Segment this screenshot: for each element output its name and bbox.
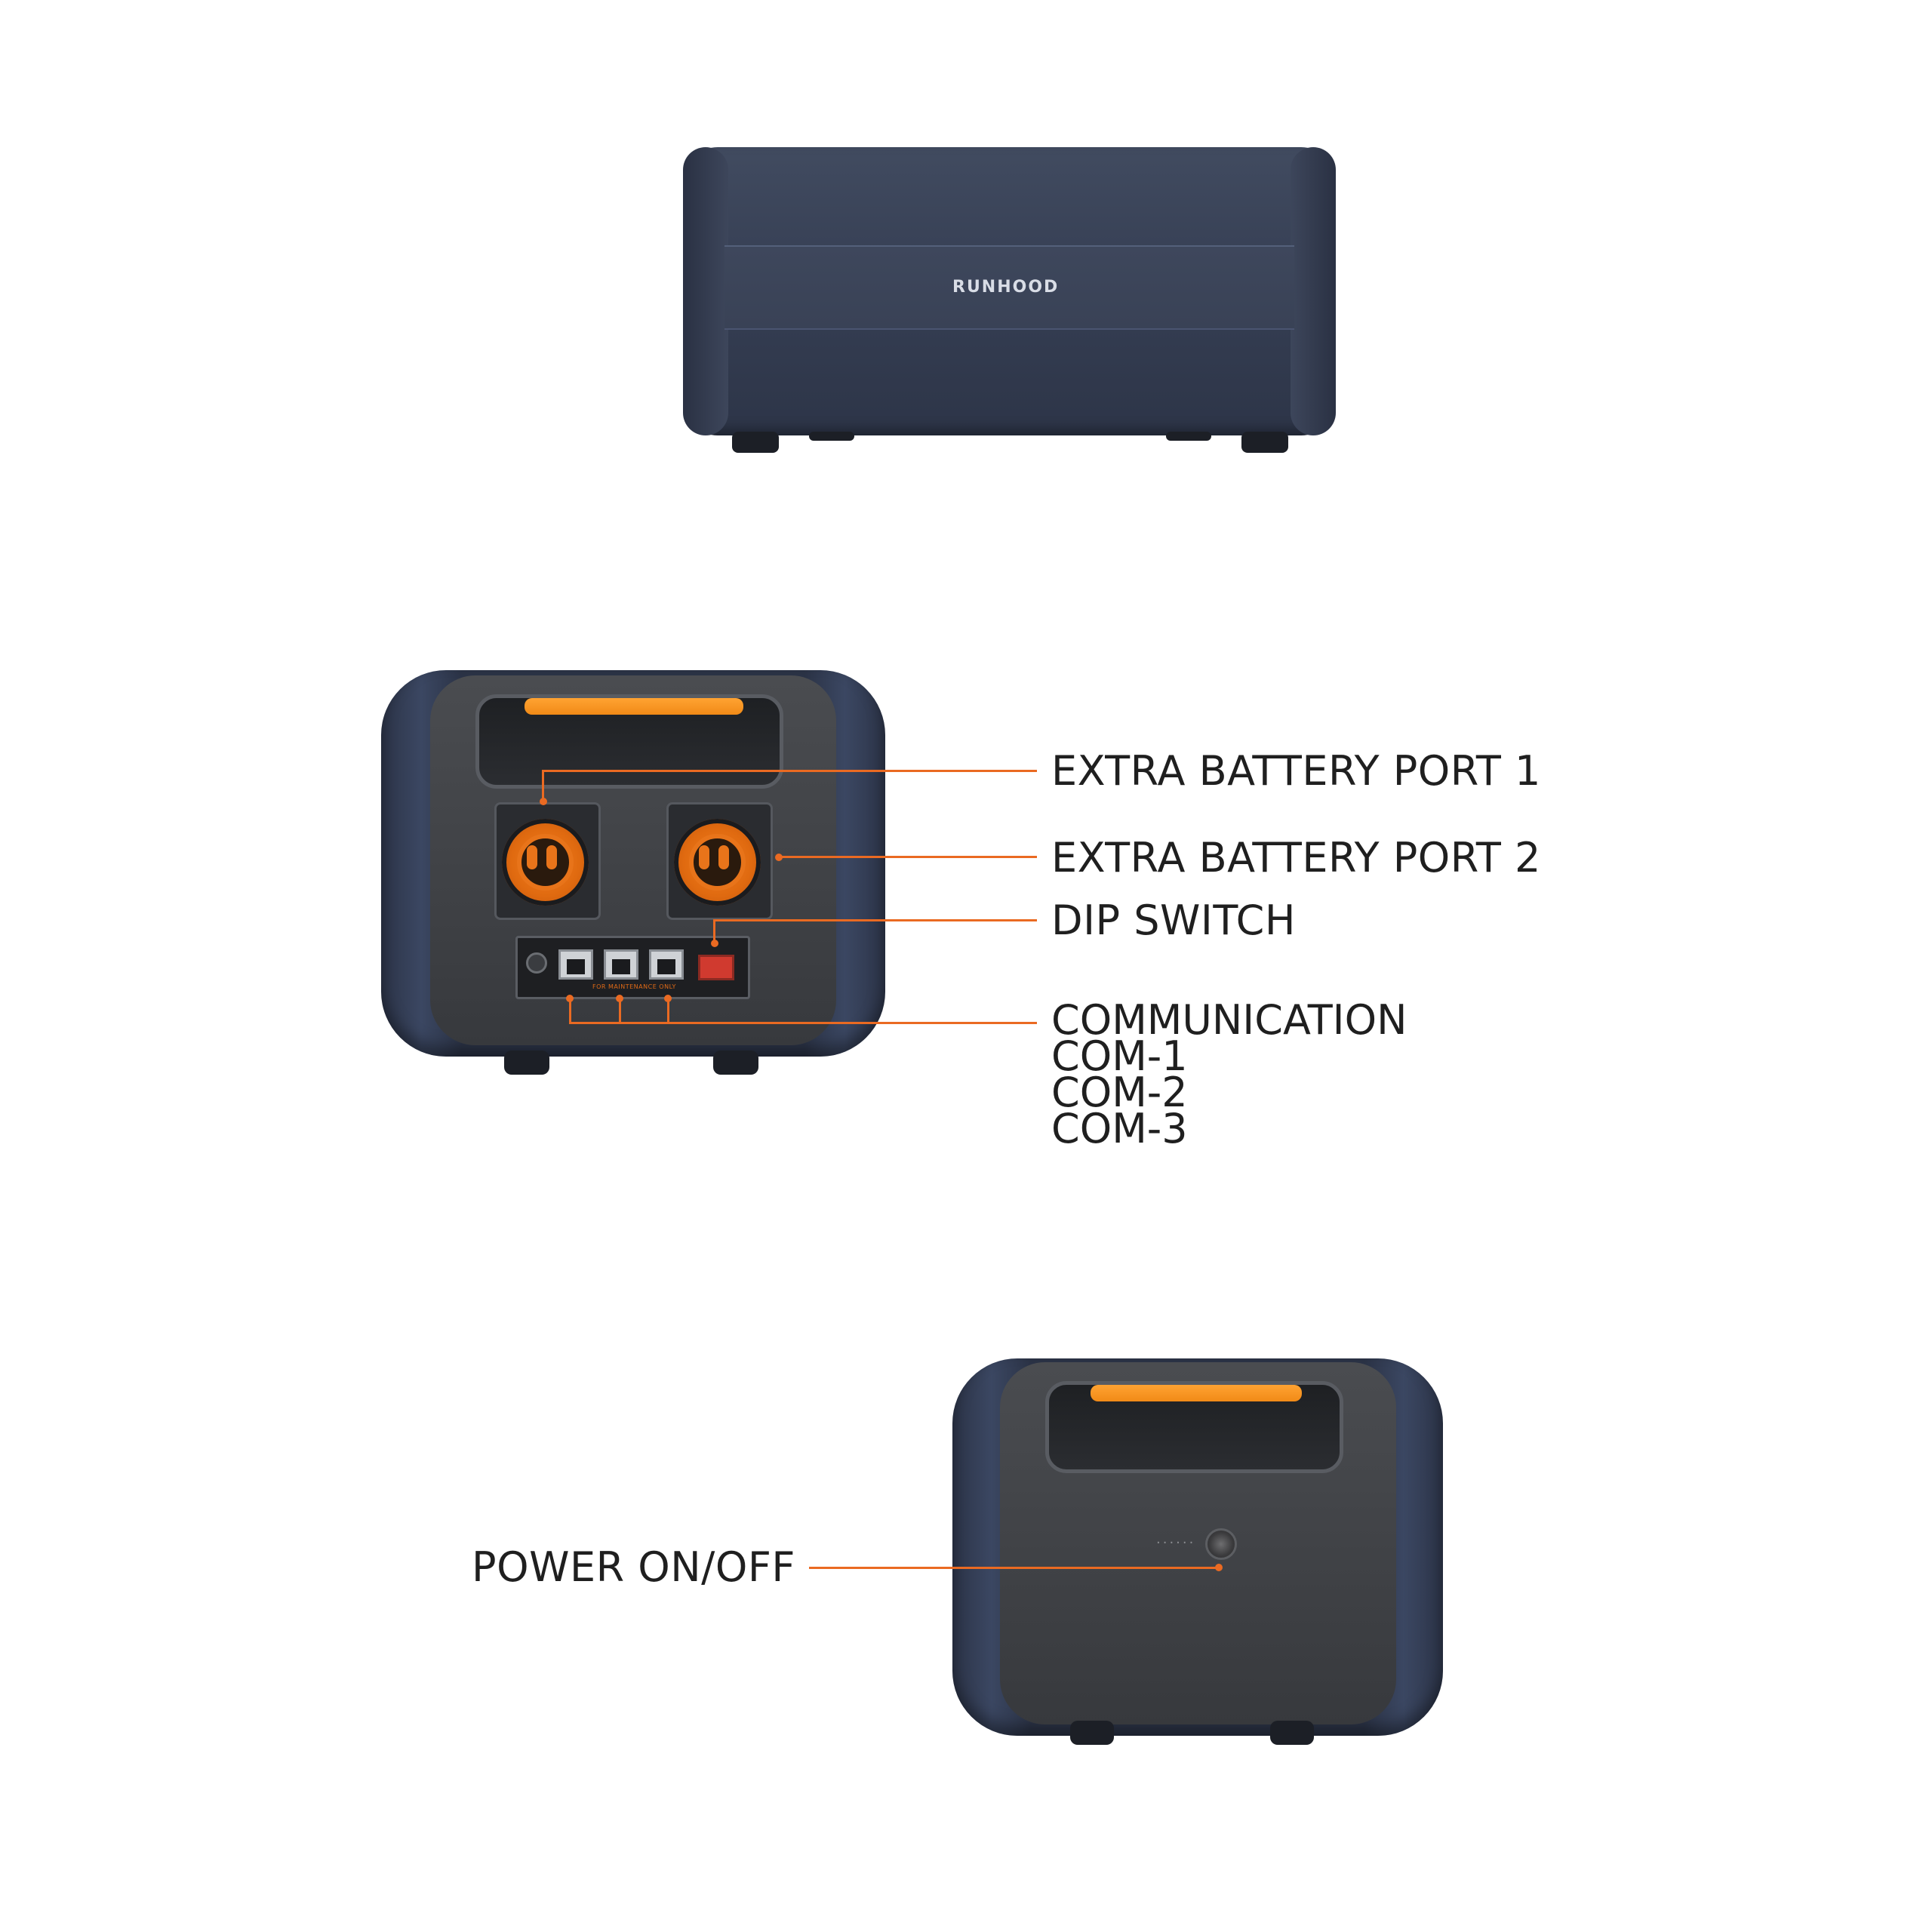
label-com-2: COM-2	[1051, 1069, 1188, 1116]
label-extra-battery-port-2: EXTRA BATTERY PORT 2	[1051, 834, 1541, 881]
label-com-1: COM-1	[1051, 1032, 1188, 1080]
foot	[1070, 1721, 1114, 1745]
label-dip-switch: DIP SWITCH	[1051, 897, 1296, 944]
foot	[809, 432, 854, 441]
foot	[504, 1051, 549, 1075]
port-2-pin	[718, 845, 729, 869]
port-1-leader	[542, 770, 544, 800]
battery-front-panel	[724, 245, 1294, 330]
dip-leader	[713, 919, 715, 942]
dip-marker	[711, 940, 718, 947]
com-1-port[interactable]	[558, 949, 593, 980]
label-com-3: COM-3	[1051, 1105, 1188, 1152]
dip-leader	[713, 919, 1037, 921]
com-leader	[619, 998, 621, 1023]
carry-handle-grip	[525, 698, 743, 715]
dip-switch[interactable]	[698, 955, 734, 980]
maintenance-text: FOR MAINTENANCE ONLY	[592, 983, 676, 990]
com-leader	[667, 998, 669, 1023]
com-2-port[interactable]	[604, 949, 638, 980]
foot	[1166, 432, 1211, 441]
battery-front-right-cap	[1291, 147, 1336, 435]
port-2-inner	[689, 834, 746, 891]
foot	[1270, 1721, 1314, 1745]
label-extra-battery-port-1: EXTRA BATTERY PORT 1	[1051, 747, 1541, 795]
port-1-pin	[527, 845, 537, 869]
port-2-pin	[699, 845, 709, 869]
foot	[713, 1051, 758, 1075]
label-communication: COMMUNICATION COM-1 COM-2 COM-3	[1051, 996, 1407, 1152]
power-leader	[809, 1567, 1218, 1569]
port-2-leader	[779, 856, 1037, 858]
foot	[1241, 432, 1288, 453]
label-power-on-off: POWER ON/OFF	[472, 1543, 795, 1591]
port-1-pin	[546, 845, 557, 869]
power-marker	[1215, 1564, 1223, 1571]
port-1-leader	[542, 770, 1037, 772]
com-leader	[569, 1022, 1037, 1024]
brand-logo: RUNHOOD	[952, 278, 1060, 297]
port-1-marker	[540, 798, 547, 805]
foot	[732, 432, 779, 453]
com-leader	[569, 998, 571, 1023]
ground-screw-icon	[526, 952, 547, 974]
battery-front-left-cap	[683, 147, 728, 435]
power-button[interactable]	[1205, 1528, 1237, 1560]
port-1-inner	[517, 834, 574, 891]
com-3-port[interactable]	[649, 949, 684, 980]
battery-level-led-icon: ······	[1156, 1535, 1196, 1551]
label-communication-title: COMMUNICATION	[1051, 996, 1407, 1044]
carry-handle-grip	[1091, 1385, 1302, 1401]
